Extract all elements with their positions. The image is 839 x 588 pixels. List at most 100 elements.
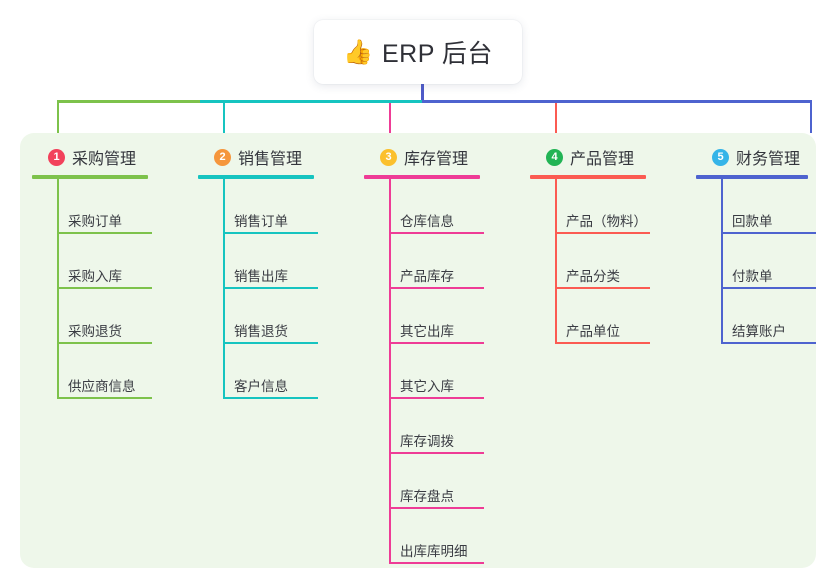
branch-item-rule [389, 397, 484, 399]
branch-item-rule [223, 397, 318, 399]
branch-drop-connector [389, 103, 391, 133]
branch-item-label: 销售订单 [234, 214, 288, 229]
branch-item[interactable]: 其它出库 [364, 289, 484, 344]
branch-item-rule [223, 342, 318, 344]
branch-item[interactable]: 销售出库 [198, 234, 318, 289]
branch-item-label: 采购订单 [68, 214, 122, 229]
root-node[interactable]: 👍 ERP 后台 [314, 20, 522, 84]
branch-item-rule [389, 507, 484, 509]
branch-item-label: 库存调拨 [400, 434, 454, 449]
branch-item-rule [389, 562, 484, 564]
branch-item-rule [389, 452, 484, 454]
branch-item[interactable]: 采购入库 [32, 234, 152, 289]
branch-item-list: 产品（物料） 产品分类产品单位 [530, 179, 650, 344]
branch-column-4: 4 产品管理产品（物料） 产品分类产品单位 [530, 145, 650, 344]
branch-number-badge: 4 [546, 148, 563, 166]
branch-item-list: 仓库信息产品库存其它出库其它入库库存调拨库存盘点出库库明细 [364, 179, 484, 564]
branch-drop-connector [223, 103, 225, 133]
branch-item-list: 销售订单销售出库销售退货客户信息 [198, 179, 318, 399]
branch-item-rule [555, 287, 650, 289]
branch-item-label: 供应商信息 [68, 379, 136, 394]
branch-header-rule [364, 175, 480, 179]
branch-number-badge: 1 [48, 148, 65, 166]
branch-item-label: 产品单位 [566, 324, 620, 339]
branch-item-rule [223, 287, 318, 289]
branch-item-label: 销售退货 [234, 324, 288, 339]
branch-item[interactable]: 产品单位 [530, 289, 650, 344]
branch-item-list: 采购订单采购入库采购退货供应商信息 [32, 179, 152, 399]
branch-item[interactable]: 采购订单 [32, 179, 152, 234]
branch-item-rule [389, 342, 484, 344]
branch-item-rule [721, 287, 816, 289]
branch-item[interactable]: 付款单 [696, 234, 816, 289]
thumbs-up-icon: 👍 [343, 38, 373, 66]
branch-header-rule [530, 175, 646, 179]
branch-drop-connector [810, 103, 812, 133]
branch-spine [57, 179, 59, 399]
branch-header-rule [32, 175, 148, 179]
branch-item-label: 客户信息 [234, 379, 288, 394]
branch-item-label: 库存盘点 [400, 489, 454, 504]
branch-item-label: 产品库存 [400, 269, 454, 284]
branch-item-rule [389, 287, 484, 289]
branch-item-label: 其它入库 [400, 379, 454, 394]
branch-header-rule [696, 175, 808, 179]
branch-item[interactable]: 库存调拨 [364, 399, 484, 454]
root-node-title: ERP 后台 [381, 40, 493, 68]
branch-number-badge: 3 [380, 148, 397, 166]
branch-item[interactable]: 客户信息 [198, 344, 318, 399]
branches-panel [20, 133, 816, 568]
branch-drop-connector [555, 103, 557, 133]
branch-item[interactable]: 销售订单 [198, 179, 318, 234]
branch-item[interactable]: 采购退货 [32, 289, 152, 344]
branch-item-label: 采购退货 [68, 324, 122, 339]
branch-item-rule [721, 232, 816, 234]
branch-item[interactable]: 库存盘点 [364, 454, 484, 509]
branch-item-label: 出库库明细 [400, 544, 468, 559]
branch-header[interactable]: 4 产品管理 [530, 145, 647, 169]
branch-item-list: 回款单付款单结算账户 [696, 179, 816, 344]
branch-item-label: 采购入库 [68, 269, 122, 284]
branch-item-rule [389, 232, 484, 234]
branch-item[interactable]: 其它入库 [364, 344, 484, 399]
branch-header-rule [198, 175, 314, 179]
branch-item-label: 产品（物料） [566, 214, 647, 229]
branch-item[interactable]: 供应商信息 [32, 344, 152, 399]
branch-item-label: 回款单 [732, 214, 773, 229]
branch-item[interactable]: 结算账户 [696, 289, 816, 344]
branch-item-rule [57, 287, 152, 289]
branch-title: 产品管理 [570, 151, 635, 168]
branch-item-rule [721, 342, 816, 344]
branch-item-label: 其它出库 [400, 324, 454, 339]
branch-header[interactable]: 3 库存管理 [364, 145, 480, 169]
branch-item-rule [57, 397, 152, 399]
branch-column-3: 3 库存管理仓库信息产品库存其它出库其它入库库存调拨库存盘点出库库明细 [364, 145, 484, 564]
branch-item[interactable]: 产品分类 [530, 234, 650, 289]
branch-item[interactable]: 销售退货 [198, 289, 318, 344]
branch-item-rule [57, 232, 152, 234]
bus-segment [422, 100, 812, 103]
branch-item-label: 结算账户 [732, 324, 786, 339]
bus-segment [57, 100, 200, 103]
branch-number-badge: 5 [712, 148, 729, 166]
branch-item[interactable]: 产品库存 [364, 234, 484, 289]
branch-spine [721, 179, 723, 344]
branch-item[interactable]: 产品（物料） [530, 179, 650, 234]
branch-item-rule [555, 232, 650, 234]
branch-item-label: 付款单 [732, 269, 773, 284]
branch-item-label: 仓库信息 [400, 214, 454, 229]
branch-item[interactable]: 回款单 [696, 179, 816, 234]
branch-spine [389, 179, 391, 564]
branch-item-rule [555, 342, 650, 344]
branch-item[interactable]: 出库库明细 [364, 509, 484, 564]
branch-title: 库存管理 [404, 151, 469, 168]
branch-drop-connector [57, 103, 59, 133]
branch-item[interactable]: 仓库信息 [364, 179, 484, 234]
